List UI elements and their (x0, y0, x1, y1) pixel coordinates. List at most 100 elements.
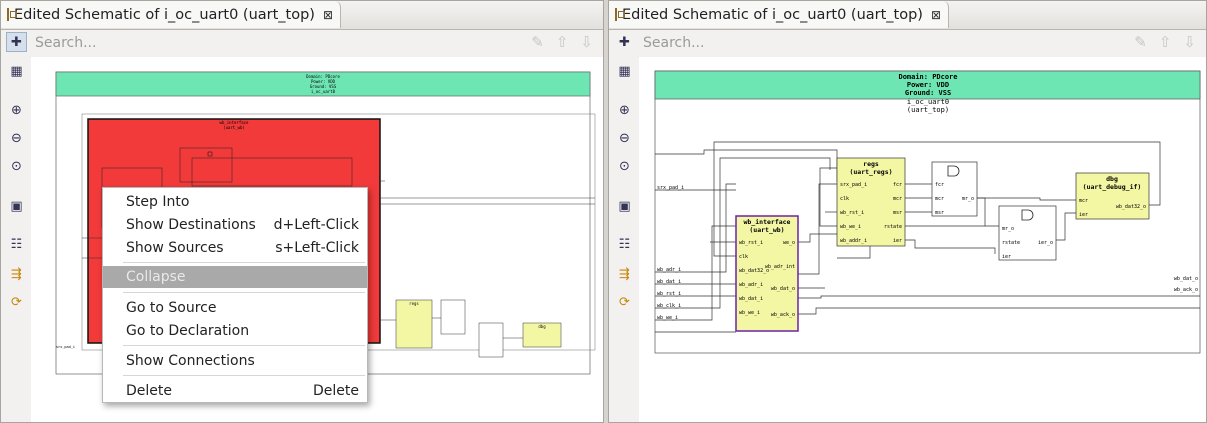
port-label: we_o (783, 240, 795, 246)
refresh-icon[interactable]: ⟳ (11, 294, 22, 310)
port-label: mr_o (1002, 226, 1014, 232)
zoom-in-icon[interactable]: ⊕ (619, 102, 630, 118)
menu-item-show-connections[interactable]: Show Connections (103, 350, 367, 372)
fit-view-icon[interactable]: ▦ (618, 63, 631, 79)
left-editor-tab[interactable]: Edited Schematic of i_oc_uart0 (uart_top… (1, 1, 341, 28)
menu-item-label: Collapse (126, 269, 186, 285)
port-label: fcr (893, 182, 902, 188)
zoom-fit-icon[interactable]: ⊙ (619, 158, 630, 174)
left-search-input[interactable]: Search... (35, 35, 97, 51)
step-in-icon[interactable]: ⇶ (11, 266, 22, 282)
regs-module: (uart_regs) (849, 168, 892, 176)
wb-interface-block (735, 215, 799, 332)
port-label: wb_adr_i (739, 282, 763, 288)
domain-label: Domain: PDcore (898, 73, 957, 81)
right-search-input[interactable]: Search... (643, 35, 705, 51)
port-label: mr_o (962, 196, 974, 202)
dbg-module: (uart_debug_if) (1083, 183, 1142, 191)
regs-label: regs (409, 301, 419, 306)
save-icon[interactable]: ▣ (10, 198, 23, 214)
netlist-icon[interactable]: ☷ (618, 236, 631, 252)
port-label: wb_dat32_o (739, 268, 769, 274)
port-label: wb_ack_o (771, 312, 795, 318)
selected-block-module: (uart_wb) (223, 125, 245, 130)
top-output-label: wb_dat_o (1174, 276, 1198, 282)
menu-item-go-to-declaration[interactable]: Go to Declaration (103, 320, 367, 342)
gate1-symbol (947, 165, 960, 177)
fit-view-icon[interactable]: ▦ (10, 63, 23, 79)
right-sidebar: ✚ ▦ ⊕ ⊖ ⊙ ▣ ☷ ⇶ ⟳ (609, 30, 639, 422)
top-input-label: wb_adr_i (657, 267, 681, 273)
inner-sub-block-d (207, 151, 213, 157)
menu-item-show-destinations[interactable]: Show Destinations d+Left-Click (103, 214, 367, 236)
menu-item-step-into[interactable]: Step Into (103, 191, 367, 213)
port-label: ier (893, 238, 902, 244)
context-menu: Step Into Show Destinations d+Left-Click… (102, 187, 368, 403)
instance-label: i_oc_uart0 (907, 98, 949, 106)
top-input-srx: srx_pad_i (56, 345, 75, 349)
ground-label: Ground: VSS (905, 89, 951, 97)
brush-icon[interactable]: ✎ (1134, 33, 1147, 51)
port-label: wb_addr_i (840, 238, 867, 244)
close-icon[interactable]: ⊠ (930, 7, 942, 22)
close-icon[interactable]: ⊠ (322, 7, 334, 22)
right-schematic-panel: Edited Schematic of i_oc_uart0 (uart_top… (608, 0, 1207, 423)
netlist-icon[interactable]: ☷ (10, 236, 23, 252)
gate2-symbol (1021, 209, 1034, 221)
arrow-up-icon[interactable]: ⇧ (555, 33, 569, 51)
port-label: rstate (884, 224, 902, 230)
dbg-label: dbg (1106, 175, 1118, 183)
schematic-icon (7, 8, 17, 21)
port-label: wb_rst_i (840, 210, 864, 216)
menu-item-collapse: Collapse (103, 266, 367, 288)
dbg-block (522, 322, 562, 348)
wb-interface-label: wb_interface (744, 218, 791, 226)
port-label: wb_adr_int (765, 264, 795, 270)
schematic-icon (615, 8, 625, 21)
selected-block-label: wb_interface (220, 120, 249, 125)
step-in-icon[interactable]: ⇶ (619, 266, 630, 282)
menu-separator (123, 292, 365, 293)
port-label: clk (840, 196, 849, 202)
refresh-icon[interactable]: ⟳ (619, 294, 630, 310)
menu-item-label: Show Connections (126, 353, 255, 369)
zoom-fit-icon[interactable]: ⊙ (11, 158, 22, 174)
zoom-out-icon[interactable]: ⊖ (11, 130, 22, 146)
save-icon[interactable]: ▣ (618, 198, 631, 214)
port-label: msr (935, 210, 944, 216)
left-tab-title: Edited Schematic of i_oc_uart0 (uart_top… (14, 6, 315, 23)
arrow-up-icon[interactable]: ⇧ (1158, 33, 1172, 51)
port-label: ier_o (1038, 240, 1053, 246)
port-label: wb_dat_o (771, 286, 795, 292)
dbg-label: dbg (538, 324, 546, 329)
brush-icon[interactable]: ✎ (531, 33, 544, 51)
menu-item-delete[interactable]: Delete Delete (103, 380, 367, 402)
arrow-down-icon[interactable]: ⇩ (1183, 33, 1196, 51)
right-editor-tab[interactable]: Edited Schematic of i_oc_uart0 (uart_top… (609, 1, 949, 28)
power-label: Power: VDD (907, 81, 949, 89)
left-schematic-panel: Edited Schematic of i_oc_uart0 (uart_top… (0, 0, 604, 423)
module-label: (uart_top) (907, 106, 949, 114)
arrow-down-icon[interactable]: ⇩ (580, 33, 593, 51)
inner-sub-block-a (179, 147, 233, 183)
gate2-block (478, 322, 504, 358)
left-tab-bar: Edited Schematic of i_oc_uart0 (uart_top… (1, 1, 603, 30)
menu-item-show-sources[interactable]: Show Sources s+Left-Click (103, 237, 367, 259)
menu-item-go-to-source[interactable]: Go to Source (103, 297, 367, 319)
top-input-label: srx_pad_i (657, 185, 684, 191)
menu-item-label: Step Into (126, 194, 190, 210)
zoom-out-icon[interactable]: ⊖ (619, 130, 630, 146)
regs-block (395, 299, 433, 349)
inner-sub-block-b (191, 157, 353, 187)
domain-label: Domain: PDcore (306, 74, 340, 79)
dbg-block (1075, 172, 1150, 220)
port-label: wb_dat32_o (1116, 204, 1146, 210)
select-mode-icon[interactable]: ✚ (619, 34, 630, 50)
zoom-in-icon[interactable]: ⊕ (11, 102, 22, 118)
right-schematic-canvas[interactable]: Domain: PDcore Power: VDD Ground: VSS i_… (640, 58, 1206, 422)
select-mode-icon[interactable]: ✚ (6, 32, 27, 52)
port-label: ier (1002, 254, 1011, 260)
domain-bar (55, 71, 591, 97)
port-label: wb_we_i (739, 310, 760, 316)
port-label: wb_dat_i (739, 296, 763, 302)
